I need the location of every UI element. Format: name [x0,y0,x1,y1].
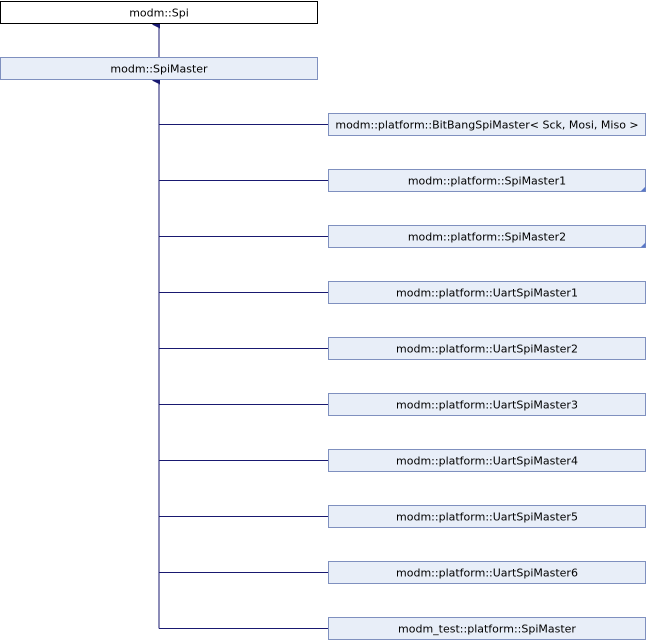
derived-classes: modm::platform::BitBangSpiMaster< Sck, M… [328,113,646,640]
inheritance-edges [152,20,329,629]
node-box [0,57,318,80]
node-label: modm::platform::UartSpiMaster5 [396,511,578,524]
node-derived-1[interactable]: modm::platform::BitBangSpiMaster< Sck, M… [328,113,646,136]
node-derived-10[interactable]: modm_test::platform::SpiMaster [328,617,646,640]
more-indicator-icon [640,242,646,248]
node-derived-2[interactable]: modm::platform::SpiMaster1 [328,169,646,192]
node-label: modm::platform::SpiMaster2 [408,231,566,244]
node-label: modm::platform::UartSpiMaster6 [396,567,578,580]
node-label: modm::SpiMaster [110,63,208,76]
node-modm-spimaster[interactable]: modm::SpiMaster [0,57,318,80]
node-label: modm::platform::SpiMaster1 [408,175,566,188]
node-derived-9[interactable]: modm::platform::UartSpiMaster6 [328,561,646,584]
node-label: modm_test::platform::SpiMaster [398,623,576,636]
node-label: modm::platform::UartSpiMaster4 [396,455,578,468]
node-derived-7[interactable]: modm::platform::UartSpiMaster4 [328,449,646,472]
node-label: modm::Spi [129,7,189,20]
node-label: modm::platform::UartSpiMaster1 [396,287,578,300]
node-label: modm::platform::BitBangSpiMaster< Sck, M… [335,119,638,132]
node-modm-spi[interactable]: modm::Spi [0,1,318,24]
node-derived-8[interactable]: modm::platform::UartSpiMaster5 [328,505,646,528]
node-derived-3[interactable]: modm::platform::SpiMaster2 [328,225,646,248]
node-label: modm::platform::UartSpiMaster2 [396,343,578,356]
more-indicator-icon [640,186,646,192]
node-derived-5[interactable]: modm::platform::UartSpiMaster2 [328,337,646,360]
node-derived-4[interactable]: modm::platform::UartSpiMaster1 [328,281,646,304]
node-box [0,1,318,24]
node-label: modm::platform::UartSpiMaster3 [396,399,578,412]
node-derived-6[interactable]: modm::platform::UartSpiMaster3 [328,393,646,416]
